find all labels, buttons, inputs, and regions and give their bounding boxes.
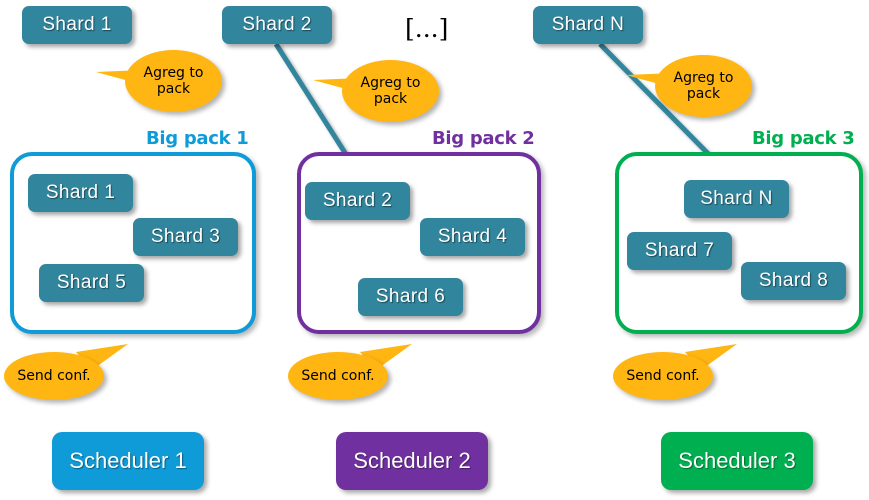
pack-2-shard-4-label: Shard 4 bbox=[437, 226, 508, 247]
send-callout-2-label: Send conf. bbox=[301, 367, 375, 384]
send-callout-3-bubble: Send conf. bbox=[613, 352, 713, 400]
send-callout-1-bubble: Send conf. bbox=[4, 352, 104, 400]
agreg-callout-2-label: Agreg to pack bbox=[360, 74, 421, 107]
agreg-callout-2: Agreg to pack bbox=[313, 60, 439, 122]
pack-2-shard-6-label: Shard 6 bbox=[375, 286, 446, 307]
pack-1-title: Big pack 1 bbox=[146, 128, 249, 149]
ellipsis-label: [...] bbox=[405, 14, 449, 43]
scheduler-3[interactable]: Scheduler 3 bbox=[661, 432, 813, 490]
source-shard-2-label: Shard 2 bbox=[242, 14, 312, 35]
pack-3-shard-7[interactable]: Shard 7 bbox=[627, 232, 732, 270]
send-callout-3-label: Send conf. bbox=[626, 367, 700, 384]
pack-2-shard-4[interactable]: Shard 4 bbox=[420, 218, 525, 256]
agreg-callout-1-bubble: Agreg to pack bbox=[125, 50, 222, 112]
send-callout-2-bubble: Send conf. bbox=[288, 352, 388, 400]
source-shard-n-label: Shard N bbox=[551, 14, 625, 35]
pack-2-shard-2[interactable]: Shard 2 bbox=[305, 182, 410, 220]
source-shard-1[interactable]: Shard 1 bbox=[22, 6, 132, 44]
scheduler-3-label: Scheduler 3 bbox=[678, 448, 796, 473]
pack-1-shard-1[interactable]: Shard 1 bbox=[28, 174, 133, 212]
pack-2-title: Big pack 2 bbox=[432, 128, 535, 149]
pack-2-shard-6[interactable]: Shard 6 bbox=[358, 278, 463, 316]
send-callout-3: Send conf. bbox=[613, 344, 741, 400]
pack-3-shard-n[interactable]: Shard N bbox=[684, 180, 789, 218]
agreg-callout-1: Agreg to pack bbox=[96, 50, 222, 112]
pack-1-shard-5-label: Shard 5 bbox=[56, 272, 127, 293]
source-shard-2[interactable]: Shard 2 bbox=[222, 6, 332, 44]
send-callout-2: Send conf. bbox=[288, 344, 416, 400]
send-callout-1-label: Send conf. bbox=[17, 367, 91, 384]
pack-1-shard-3[interactable]: Shard 3 bbox=[133, 218, 238, 256]
pack-1-shard-1-label: Shard 1 bbox=[45, 182, 116, 203]
agreg-callout-3-bubble: Agreg to pack bbox=[655, 55, 752, 117]
send-callout-1: Send conf. bbox=[4, 344, 132, 400]
pack-3-shard-n-label: Shard N bbox=[700, 188, 773, 209]
scheduler-2[interactable]: Scheduler 2 bbox=[336, 432, 488, 490]
pack-3-shard-8-label: Shard 8 bbox=[758, 270, 829, 291]
agreg-callout-1-label: Agreg to pack bbox=[143, 64, 204, 97]
pack-3-shard-8[interactable]: Shard 8 bbox=[741, 262, 846, 300]
scheduler-1[interactable]: Scheduler 1 bbox=[52, 432, 204, 490]
source-shard-n[interactable]: Shard N bbox=[533, 6, 643, 44]
scheduler-1-label: Scheduler 1 bbox=[69, 448, 187, 473]
pack-3-shard-7-label: Shard 7 bbox=[644, 240, 715, 261]
source-shard-1-label: Shard 1 bbox=[42, 14, 112, 35]
pack-2-shard-2-label: Shard 2 bbox=[322, 190, 393, 211]
agreg-callout-3: Agreg to pack bbox=[626, 55, 752, 117]
scheduler-2-label: Scheduler 2 bbox=[353, 448, 471, 473]
agreg-callout-2-bubble: Agreg to pack bbox=[342, 60, 439, 122]
pack-3-title: Big pack 3 bbox=[752, 128, 855, 149]
agreg-callout-3-label: Agreg to pack bbox=[673, 69, 734, 102]
pack-1-shard-3-label: Shard 3 bbox=[150, 226, 221, 247]
pack-1-shard-5[interactable]: Shard 5 bbox=[39, 264, 144, 302]
